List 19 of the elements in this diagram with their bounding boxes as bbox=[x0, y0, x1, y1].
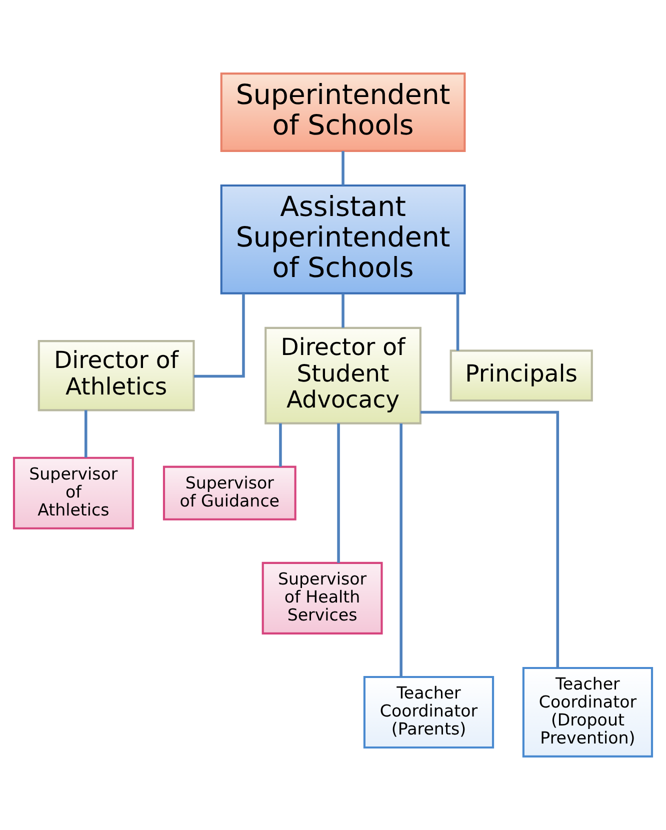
connector bbox=[337, 423, 340, 563]
connector bbox=[420, 410, 560, 668]
connector bbox=[400, 423, 402, 677]
connector bbox=[279, 423, 282, 467]
connector bbox=[84, 410, 88, 458]
node-box: Director of Student Advocacy bbox=[264, 326, 422, 424]
node-box: Principals bbox=[450, 350, 593, 402]
node-box: Teacher Coordinator (Dropout Prevention) bbox=[522, 666, 654, 758]
connector bbox=[456, 294, 460, 351]
connector bbox=[342, 151, 344, 186]
node-box: Superintendent of Schools bbox=[220, 72, 466, 152]
connector bbox=[194, 294, 245, 378]
node-box: Supervisor of Health Services bbox=[262, 562, 383, 634]
node-box: Assistant Superintendent of Schools bbox=[220, 184, 466, 294]
node-box: Director of Athletics bbox=[38, 340, 195, 412]
node-box: Supervisor of Athletics bbox=[12, 456, 134, 530]
node-box: Supervisor of Guidance bbox=[162, 466, 296, 520]
connector bbox=[342, 294, 344, 328]
node-box: Teacher Coordinator (Parents) bbox=[363, 676, 494, 749]
